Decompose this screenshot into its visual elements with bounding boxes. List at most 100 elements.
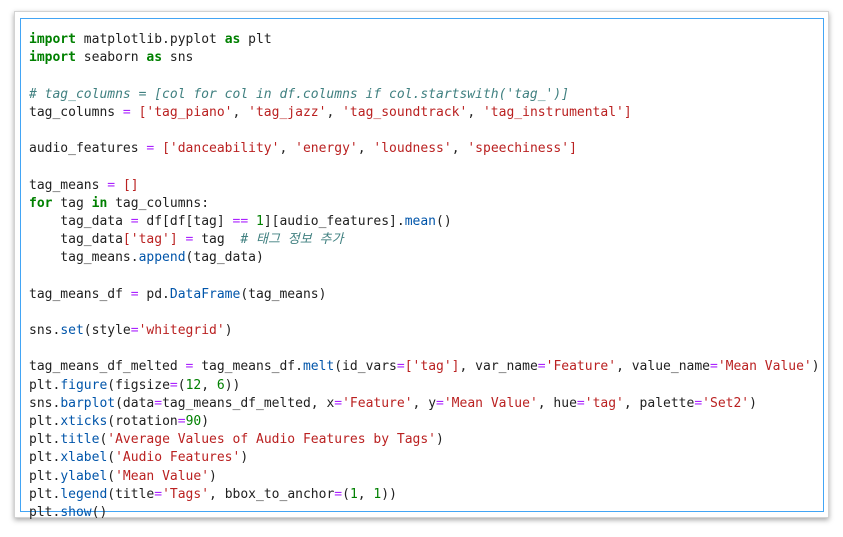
code-token: ['tag'] [122,232,178,248]
code-token: )) [224,377,241,393]
code-token: = [537,359,546,375]
code-token: () [436,213,452,229]
code-token: ] [569,141,577,157]
code-token: (tag_data) [185,250,264,266]
code-token: ( [177,377,186,393]
code-token: = [154,395,163,411]
code-token: , [326,104,343,120]
code-token: xticks [60,413,108,429]
code-token: (title [107,486,155,502]
code-token: figure [60,377,108,393]
code-token: = [154,486,163,502]
code-token: 'loudness' [373,141,452,157]
code-token: = [130,213,139,229]
code-token: as [146,50,163,66]
code-token: 1 [349,486,358,502]
code-token: df[df[tag] [138,213,233,229]
code-token: , palette [623,395,695,411]
code-token: DataFrame [169,286,241,302]
code-token: 'speechiness' [467,141,570,157]
code-token: = [169,377,178,393]
code-token: 'tag_piano' [146,104,233,120]
code-token: , [467,104,483,120]
code-token: plt. [29,468,61,484]
code-token: plt [240,32,272,47]
code-token [178,232,186,247]
code-token: ( [342,486,350,502]
code-token: 'Mean Value' [443,395,538,411]
code-line: ​ [29,267,823,285]
code-token [115,178,123,193]
code-line: # tag_columns = [col for col in df.colum… [29,86,823,104]
code-line: for tag in tag_columns: [29,195,823,213]
code-token: = [396,359,405,375]
code-token: , var_name [459,359,538,375]
code-token: tag_columns [29,104,123,120]
code-token: title [60,432,100,448]
code-token: = [122,104,131,120]
code-token [248,214,256,229]
code-token: = [146,141,155,157]
code-token: (tag_means) [240,286,327,302]
code-token: 'danceability' [169,141,280,157]
code-token: 'Mean Value' [115,468,210,484]
code-line: ​ [29,67,823,85]
code-token: mean [404,213,437,229]
code-token: # tag_columns = [col for col in df.colum… [29,86,570,102]
code-token: 'Audio Features' [115,450,241,466]
code-token: 'Feature' [545,359,617,375]
code-token: tag_means_df_melted [29,359,186,375]
code-token: = [334,486,343,502]
code-token: 'whitegrid' [138,323,225,338]
code-line: plt.xticks(rotation=90) [29,413,823,431]
code-line: tag_data = df[df[tag] == 1][audio_featur… [29,213,823,231]
code-token: , value_name [616,359,710,375]
code-token: matplotlib.pyplot [75,32,225,47]
code-token: , hue [537,395,577,411]
code-token: ][ [263,213,280,229]
code-token: melt [302,359,335,375]
code-token: sns. [29,323,61,338]
code-line: tag_data['tag'] = tag # 태그 정보 추가 [29,231,823,249]
code-token: = [694,395,703,411]
code-token: 'Average Values of Audio Features by Tag… [107,432,437,448]
code-token: () [91,504,108,520]
code-token: (style [83,323,131,338]
code-token: import [29,32,76,47]
code-token: tag_means [29,177,108,193]
code-token: (data [115,395,155,411]
code-token: [ [162,141,170,157]
code-token: 12 [185,377,202,393]
code-token: ) [209,468,217,484]
code-token: , bbox_to_anchor [209,486,335,502]
code-token: append [138,250,186,266]
code-line: tag_columns = ['tag_piano', 'tag_jazz', … [29,104,823,122]
code-token [154,141,162,156]
code-token: plt. [29,450,61,466]
code-line: tag_means_df = pd.DataFrame(tag_means) [29,286,823,304]
code-line: ​ [29,304,823,322]
code-line: sns.barplot(data=tag_means_df_melted, x=… [29,395,823,413]
code-token: 1 [373,486,382,502]
code-token: ) [201,413,210,429]
code-token: (figsize [107,377,170,393]
code-token: = [185,359,194,375]
code-token: ( [107,468,116,484]
code-token: tag_data [29,232,123,248]
code-token: = [576,395,585,411]
code-token: tag [193,232,241,248]
code-token: plt. [29,486,61,502]
code-line: import matplotlib.pyplot as plt [29,31,823,49]
code-token: legend [60,486,108,502]
code-line: ​ [29,340,823,358]
code-line: tag_means_df_melted = tag_means_df.melt(… [29,358,823,376]
code-token: # 태그 정보 추가 [240,232,344,248]
code-token: 'Set2' [702,395,750,411]
code-token: tag_means. [29,250,139,266]
code-token: [] [122,177,139,193]
code-line: plt.xlabel('Audio Features') [29,449,823,467]
code-token: 90 [185,413,202,429]
